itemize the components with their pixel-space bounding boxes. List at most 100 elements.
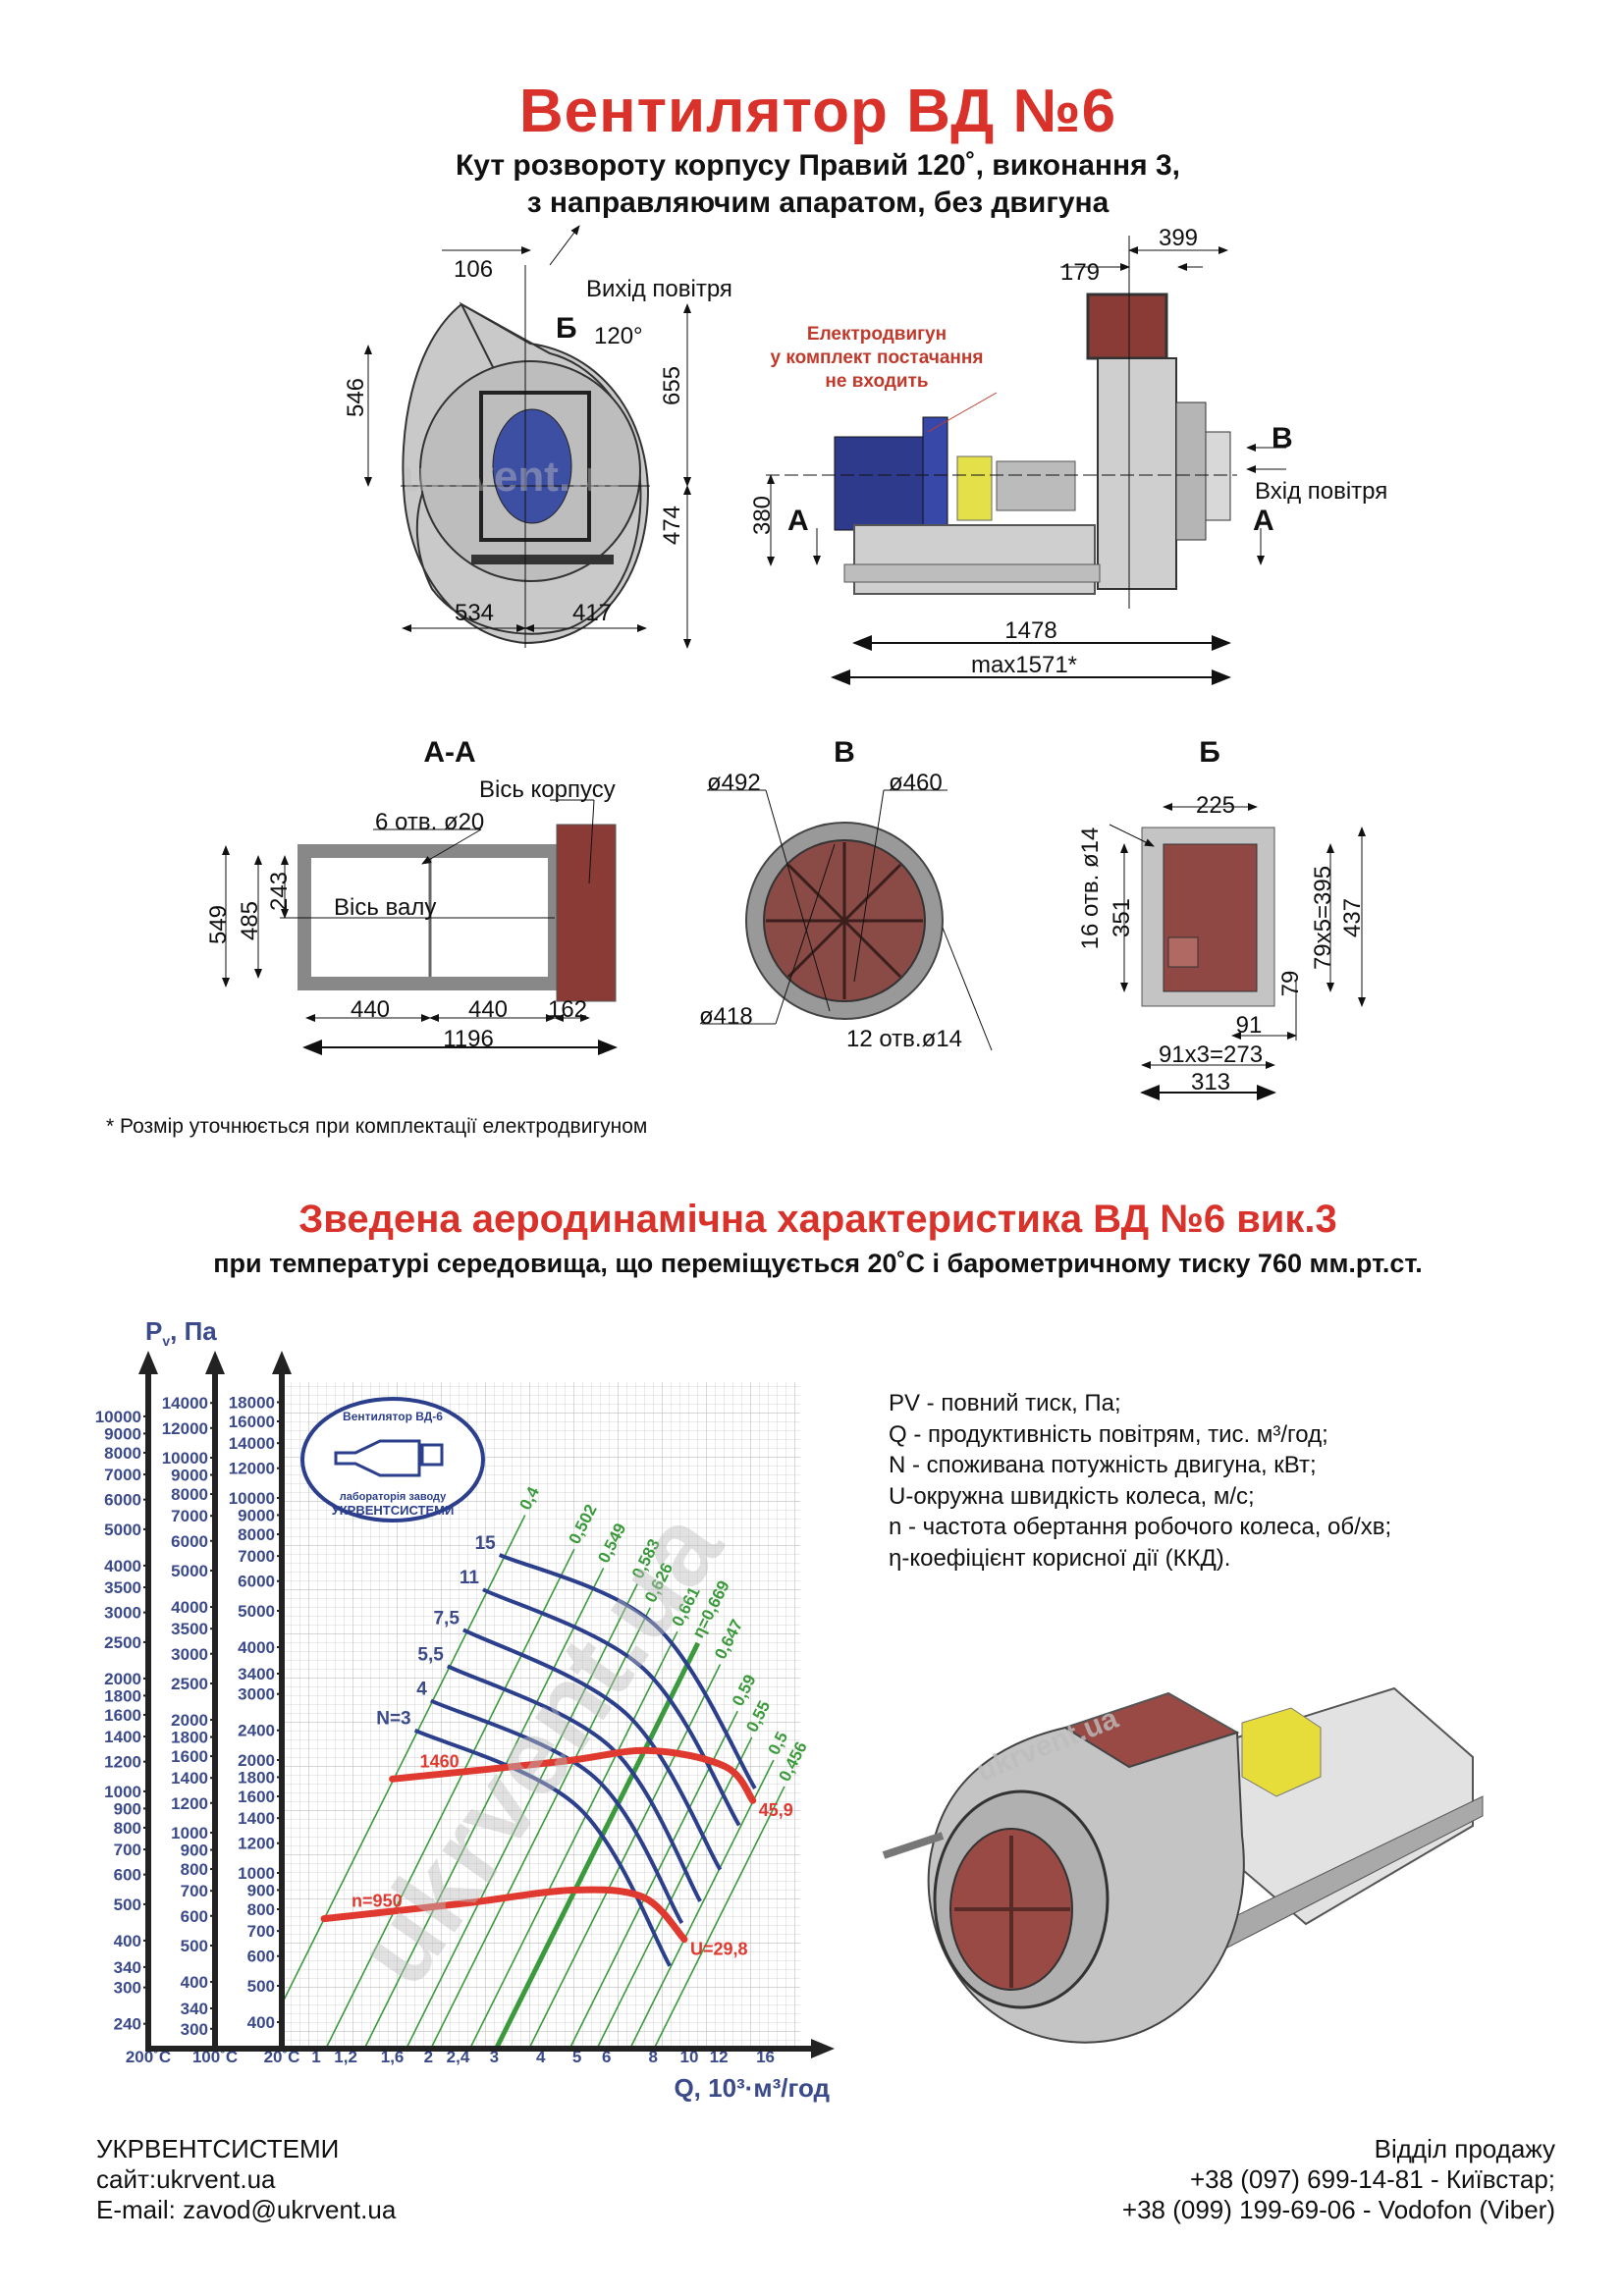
view-b-title: Б [1199, 736, 1220, 769]
outlet-label: Вихід повітря [586, 276, 732, 302]
y-tick-label: 500 [114, 1896, 141, 1914]
y-tick-label: 500 [181, 1937, 208, 1955]
inlet-flange-side [1175, 401, 1207, 541]
company-email[interactable]: E-mail: zavod@ukrvent.ua [96, 2195, 397, 2224]
y-tick-label: 6000 [171, 1532, 208, 1551]
company-name: УКРВЕНТСИСТЕМИ [96, 2134, 340, 2163]
dim-440-a: 440 [351, 996, 390, 1023]
y-tick-label: 5000 [104, 1521, 141, 1539]
svg-text:Вентилятор ВД-6: Вентилятор ВД-6 [343, 1410, 443, 1423]
dim-313: 313 [1191, 1069, 1230, 1095]
y-tick-label: 8000 [238, 1525, 275, 1544]
y-tick-label: 340 [114, 1958, 141, 1977]
dim-655: 655 [659, 366, 685, 405]
legend-pv: PV - повний тиск, Па; [889, 1390, 1121, 1416]
y-tick-label: 6000 [104, 1491, 141, 1510]
y-tick-label: 3000 [104, 1604, 141, 1623]
y-tick-label: 8000 [171, 1485, 208, 1504]
x-tick-label: 10 [680, 2048, 699, 2066]
y-tick-label: 7000 [238, 1547, 275, 1566]
section-aa: А-А Вісь корпусу 6 отв. ø20 Вісь валу 54… [205, 736, 618, 1055]
x-tick-label: 5 [572, 2048, 581, 2066]
tip-speed-label: U=29,8 [690, 1940, 748, 1959]
angle-120: 120° [594, 323, 643, 349]
power-curve-label: 7,5 [433, 1608, 460, 1629]
y-tick-label: 10000 [229, 1489, 275, 1508]
power-curve [461, 1628, 723, 1871]
section-mark-left: А [787, 505, 809, 537]
power-curve [430, 1698, 684, 1925]
y-tick-label: 800 [181, 1860, 208, 1879]
view-v: В ø492 ø460 ø418 12 отв.ø14 [699, 736, 993, 1052]
y-tick-label: 10000 [162, 1449, 208, 1468]
sales-phone-1[interactable]: +38 (097) 699-14-81 - Київстар; [1189, 2164, 1555, 2194]
view-b-mark: Б [556, 312, 577, 345]
y-tick-label: 1000 [104, 1783, 141, 1801]
holes-label: 6 отв. ø20 [375, 809, 484, 835]
dim-106: 106 [454, 256, 493, 283]
x-tick-label: 3 [490, 2048, 499, 2066]
efficiency-line [596, 1736, 753, 2050]
efficiency-line [494, 1641, 701, 2051]
dim-1478: 1478 [1004, 617, 1056, 644]
speed-curve-label: 1460 [420, 1751, 460, 1771]
y-tick-label: 4000 [171, 1598, 208, 1617]
power-curve-label: 4 [416, 1679, 427, 1699]
dim-179: 179 [1060, 259, 1100, 286]
axis-temperature-label: 200˚С [126, 2048, 171, 2066]
company-site[interactable]: сайт:ukrvent.ua [96, 2164, 276, 2194]
x-tick-label: 6 [602, 2048, 611, 2066]
y-tick-label: 16000 [229, 1413, 275, 1431]
speed-curve-label: n=950 [352, 1892, 403, 1911]
y-tick-label: 1600 [171, 1747, 208, 1766]
dim-437: 437 [1339, 898, 1366, 937]
motor-note-2: у комплект постачання [771, 347, 984, 368]
diameter-460: ø460 [889, 770, 943, 796]
holes-16: 16 отв. ø14 [1077, 828, 1104, 950]
diameter-418: ø418 [699, 1003, 753, 1030]
side-view: Електродвигун у комплект постачання не в… [749, 225, 1387, 685]
dim-474: 474 [659, 506, 685, 545]
view-v-mark: В [1272, 422, 1293, 454]
y-tick-label: 600 [247, 1948, 275, 1966]
section-mark-right: А [1253, 505, 1274, 537]
y-tick-label: 1200 [104, 1753, 141, 1772]
front-view: 106 Вихід повітря Б 120° 546 655 474 534… [343, 225, 732, 649]
y-tick-label: 600 [114, 1866, 141, 1885]
diameter-492: ø492 [707, 770, 761, 796]
y-tick-label: 1200 [171, 1794, 208, 1813]
power-curve [482, 1587, 741, 1827]
y-tick-label: 2000 [104, 1670, 141, 1688]
dim-1196: 1196 [443, 1026, 494, 1052]
y-tick-label: 1400 [104, 1728, 141, 1746]
subtitle-line-1: Кут розвороту корпусу Правий 120˚, викон… [455, 149, 1181, 182]
footnote: * Розмір уточнюється при комплектації ел… [106, 1115, 648, 1138]
dim-243: 243 [266, 872, 293, 911]
y-tick-label: 1800 [238, 1768, 275, 1787]
dim-534: 534 [455, 600, 494, 626]
tip-speed-label: 45,9 [759, 1800, 793, 1820]
sales-phone-2[interactable]: +38 (099) 199-69-06 - Vodofon (Viber) [1121, 2195, 1555, 2224]
inlet-collar [1205, 431, 1231, 521]
y-tick-label: 400 [181, 1973, 208, 1992]
duct-outlet [1086, 293, 1168, 360]
power-curve [413, 1728, 672, 1967]
render-coupling [1241, 1707, 1322, 1797]
section-aa-title: А-А [423, 736, 475, 769]
y-tick-label: 4000 [238, 1638, 275, 1657]
y-tick-label: 700 [181, 1882, 208, 1900]
y-tick-label: 4000 [104, 1557, 141, 1575]
y-tick-label: 900 [247, 1881, 275, 1899]
view-b: Б 225 16 отв. ø14 351 79x5=395 437 79 91… [1077, 736, 1366, 1100]
y-tick-label: 9000 [238, 1506, 275, 1524]
y-axis-label: Pv, Па [145, 1316, 217, 1349]
dim-395: 79x5=395 [1310, 866, 1336, 970]
chart-legend: PV - повний тиск, Па; Q - продуктивність… [889, 1388, 1391, 1574]
x-tick-label: 8 [648, 2048, 657, 2066]
efficiency-line [653, 1786, 785, 2050]
y-tick-label: 2000 [238, 1751, 275, 1770]
y-tick-label: 3500 [104, 1578, 141, 1597]
dim-max-1571: max1571* [971, 652, 1077, 678]
view-v-title: В [834, 736, 855, 769]
y-tick-label: 14000 [229, 1434, 275, 1453]
